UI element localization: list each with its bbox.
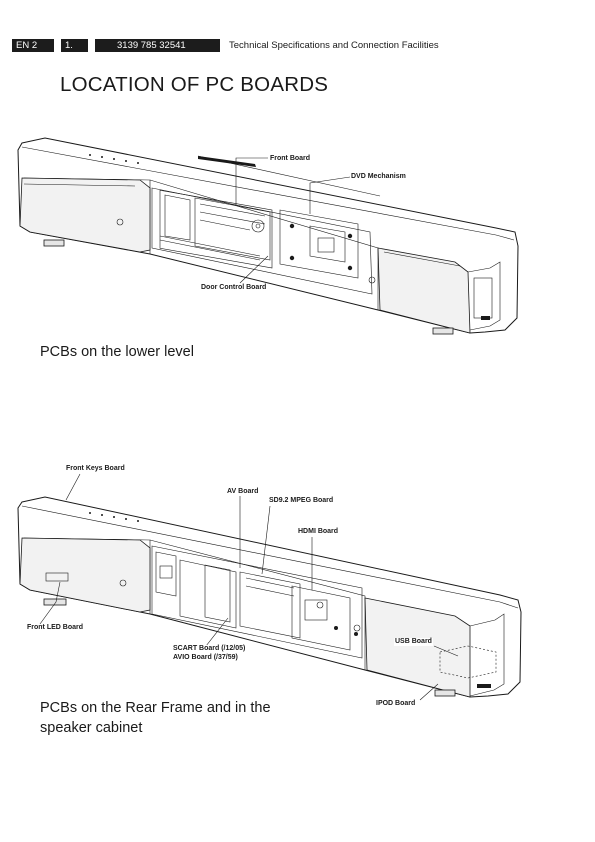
label-dvd-mechanism: DVD Mechanism [350,173,407,181]
caption-rear-frame-line1: PCBs on the Rear Frame and in the [40,700,271,716]
label-hdmi-board: HDMI Board [297,528,340,536]
label-front-board: Front Board [269,155,312,163]
document-number-badge: 3139 785 32541 [95,39,220,52]
caption-rear-frame-line2: speaker cabinet [40,720,143,736]
label-front-keys-board: Front Keys Board [65,465,126,473]
label-sd92-mpeg-board: SD9.2 MPEG Board [268,497,335,505]
section-number-badge: 1. [61,39,88,52]
label-avio-board: AVIO Board (/37/59) [172,654,239,662]
rear-frame-illustration [17,473,522,701]
label-door-control-board: Door Control Board [200,284,268,292]
caption-rear-frame: PCBs on the Rear Frame and in the speake… [40,698,271,738]
page-title: LOCATION OF PC BOARDS [60,73,329,96]
label-ipod-board: IPOD Board [375,700,417,708]
language-code-badge: EN 2 [12,39,54,52]
label-scart-board: SCART Board (/12/05) [172,645,247,653]
label-usb-board: USB Board [394,638,433,646]
label-av-board: AV Board [226,488,260,496]
label-front-led-board: Front LED Board [26,624,84,632]
caption-lower-level: PCBs on the lower level [40,344,194,360]
lower-level-illustration [17,137,519,335]
document-title: Technical Specifications and Connection … [229,40,439,51]
